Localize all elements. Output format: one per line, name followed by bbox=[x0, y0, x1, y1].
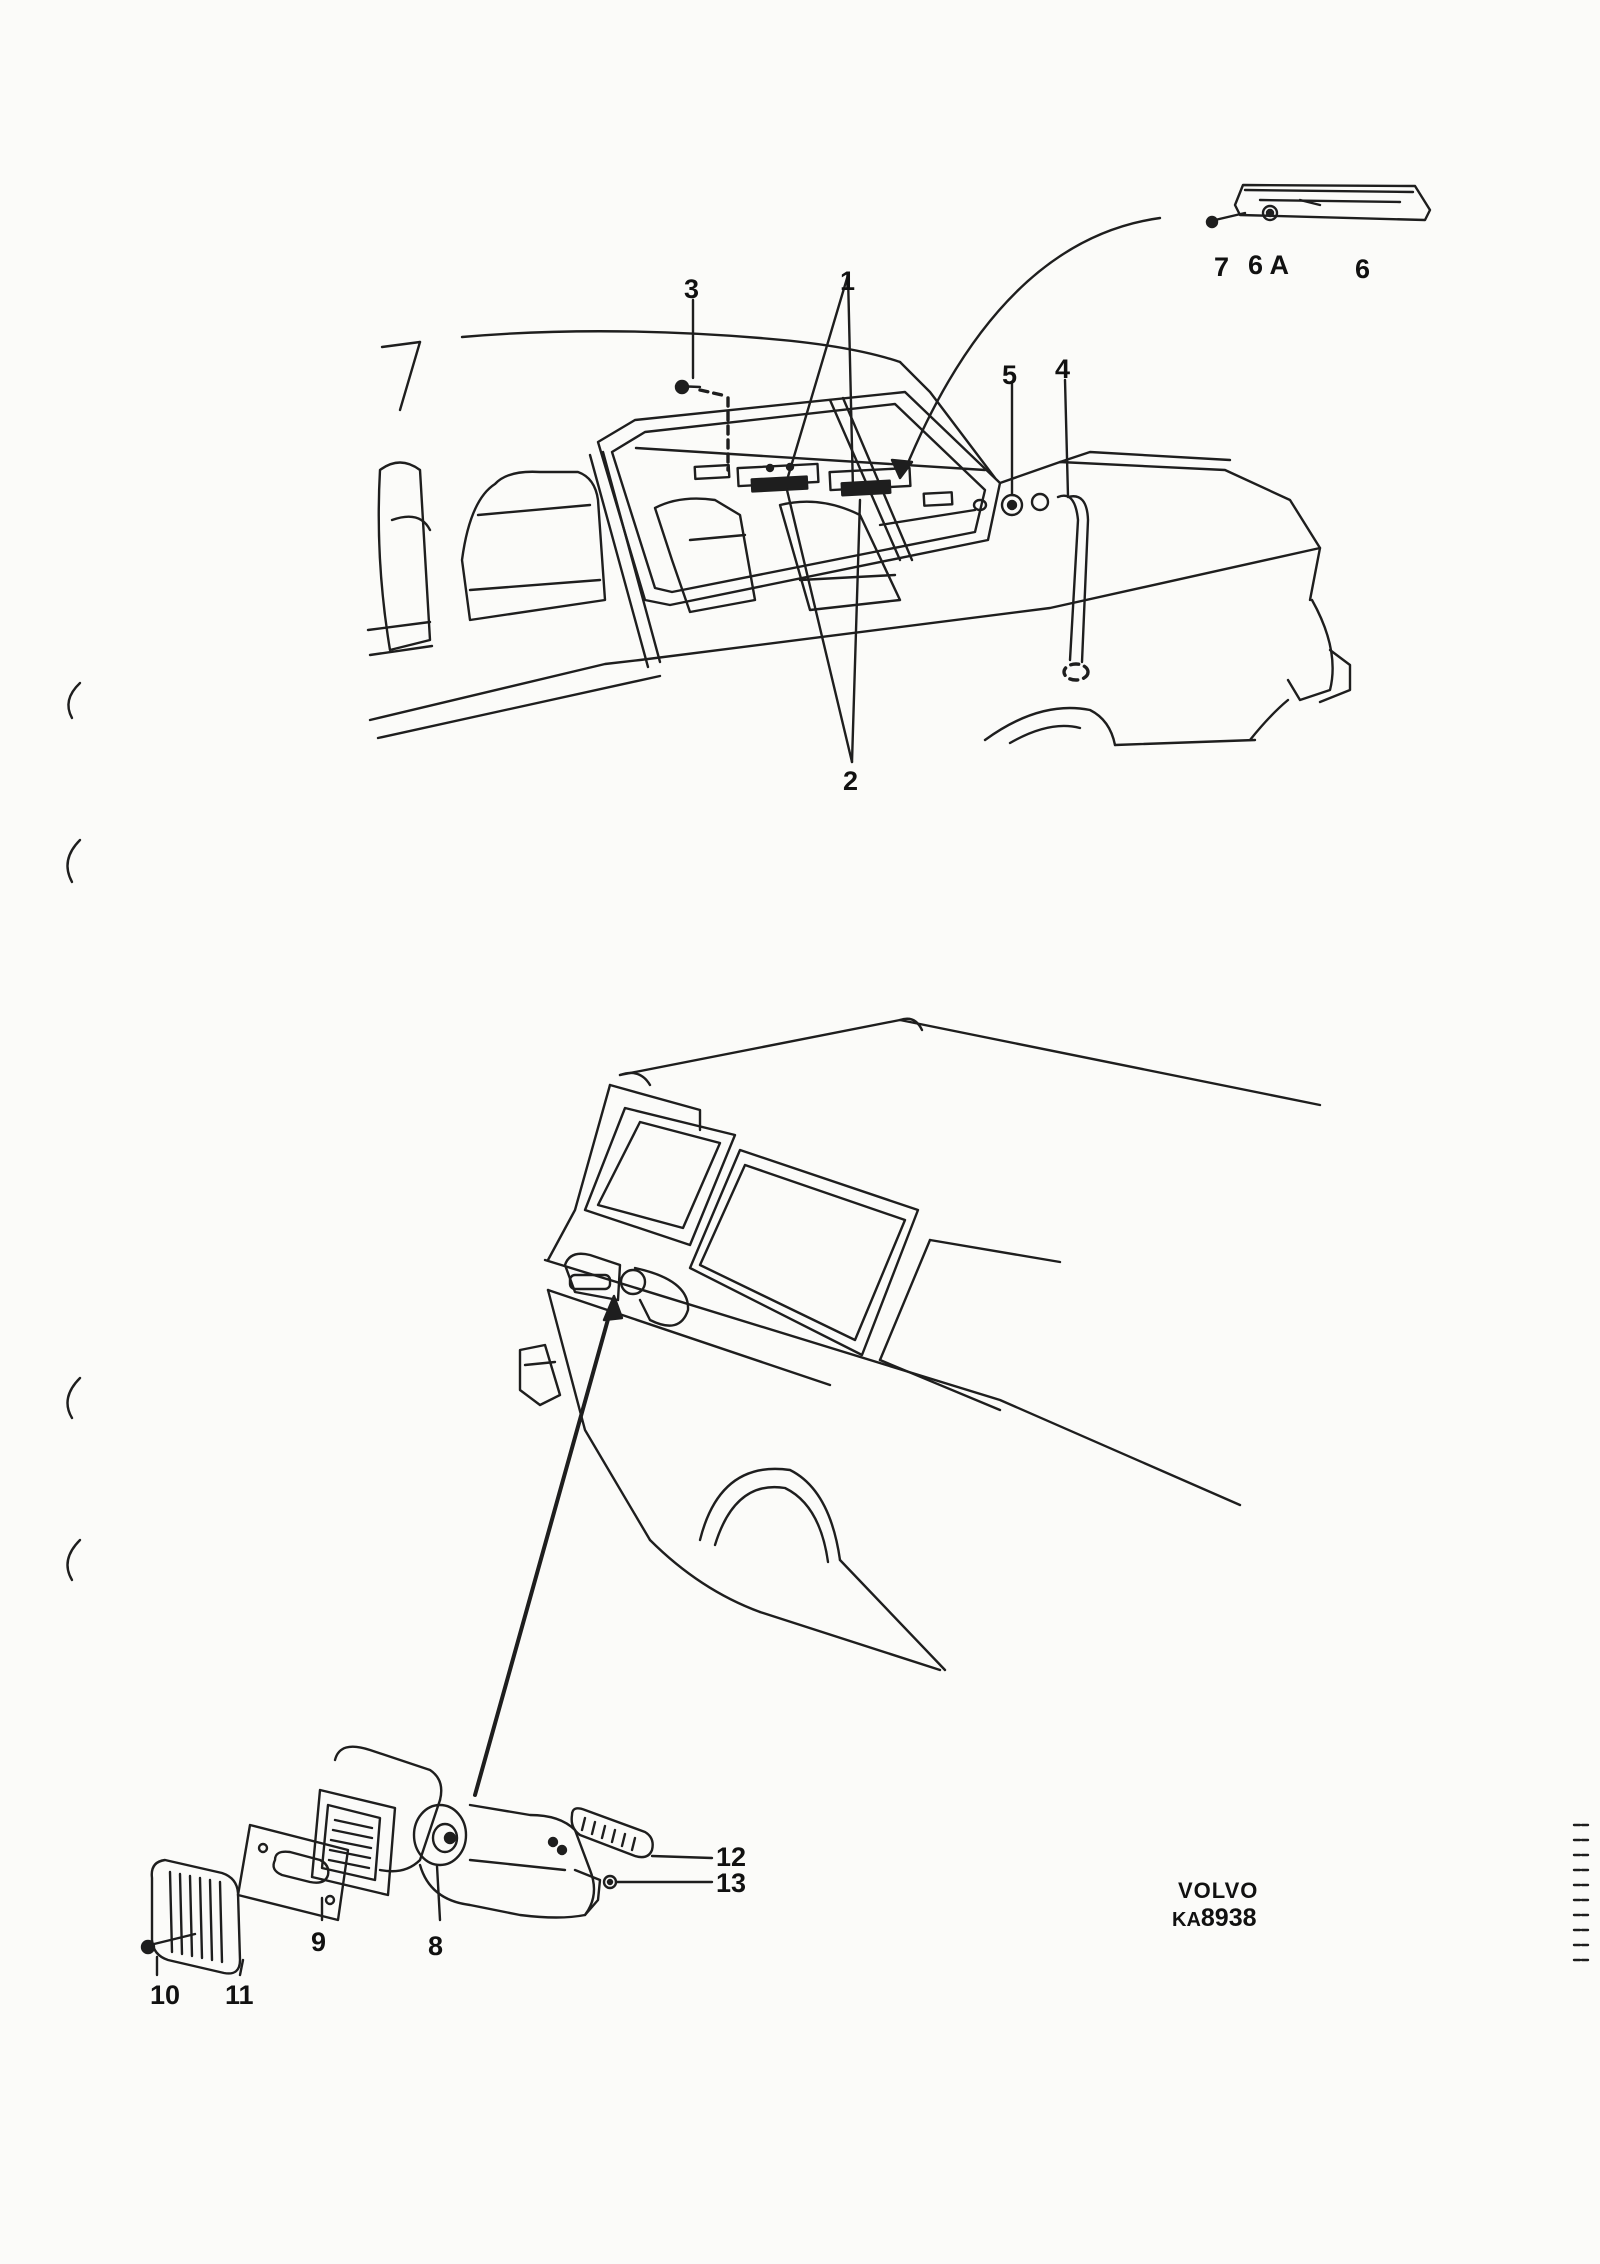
callout-6a: 6 A bbox=[1248, 250, 1289, 280]
vent-assembly bbox=[140, 1294, 654, 1975]
margin-ticks bbox=[1572, 1823, 1590, 1962]
callout-5: 5 bbox=[1002, 360, 1017, 390]
estate-rear-view bbox=[518, 1017, 1322, 1672]
volvo-brand: VOLVO bbox=[1178, 1878, 1258, 1903]
sedan-rear-view bbox=[366, 330, 1352, 747]
drawing-code-prefix: KA bbox=[1172, 1909, 1201, 1931]
callout-4: 4 bbox=[1055, 354, 1070, 384]
callout-2: 2 bbox=[843, 766, 858, 796]
callout-11: 11 bbox=[225, 1980, 254, 2010]
callout-10-label: 10 bbox=[150, 1980, 180, 2010]
drawing-code: KA8938 bbox=[1172, 1904, 1257, 1932]
drawing-code-number: 8938 bbox=[1201, 1904, 1257, 1932]
callout-3: 3 bbox=[684, 274, 699, 304]
callout-1: 1 bbox=[840, 266, 855, 296]
callout-7: 7 bbox=[1214, 252, 1229, 282]
callout-13: 13 bbox=[716, 1868, 746, 1898]
callout-9: 9 bbox=[311, 1927, 326, 1957]
callout-12: 12 bbox=[716, 1842, 746, 1872]
binder-punch-marks bbox=[66, 681, 82, 1582]
leader-lines-lower bbox=[155, 1854, 714, 1977]
callout-8: 8 bbox=[428, 1931, 443, 1961]
leader-lines-upper bbox=[691, 216, 1162, 764]
callout-6: 6 bbox=[1355, 254, 1370, 284]
speaker-grille-assembly bbox=[1205, 183, 1432, 229]
